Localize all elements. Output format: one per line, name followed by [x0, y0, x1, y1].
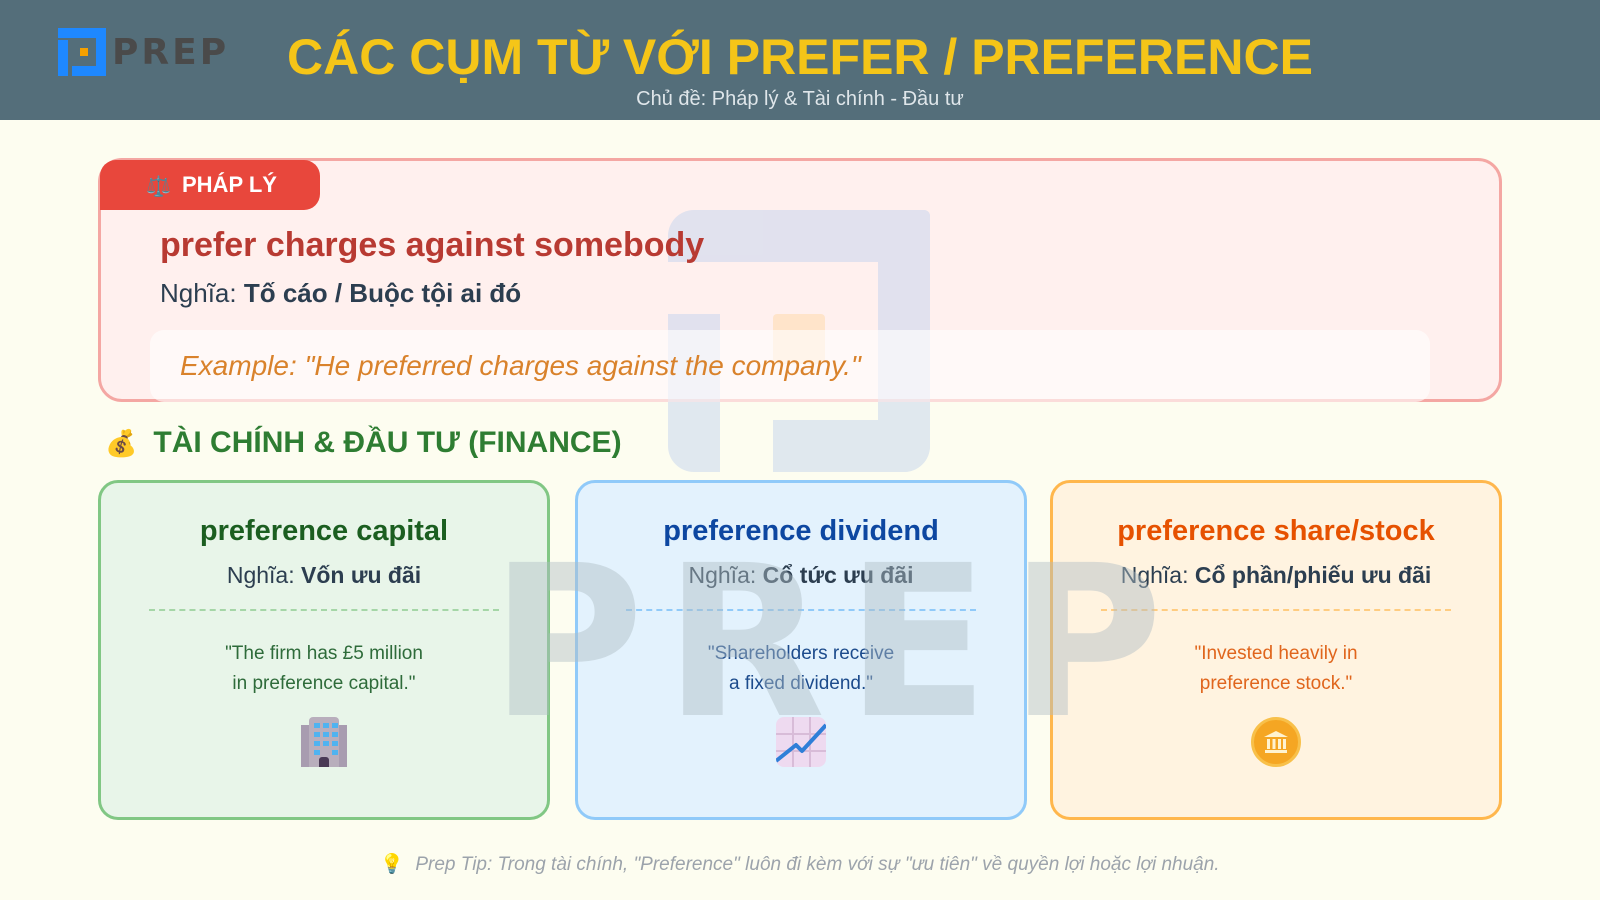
- card-term: preference dividend: [663, 515, 939, 547]
- bank-coin-icon: [1251, 717, 1301, 767]
- example-line: in preference capital.": [232, 673, 416, 694]
- meaning-value: Cổ phần/phiếu ưu đãi: [1194, 562, 1432, 588]
- legal-badge-label: PHÁP LÝ: [182, 172, 277, 197]
- meaning-prefix: Nghĩa:: [160, 278, 237, 308]
- legal-badge: ⚖️ PHÁP LÝ: [100, 160, 320, 210]
- card-meaning: Nghĩa: Cổ phần/phiếu ưu đãi: [1053, 562, 1499, 589]
- legal-term: prefer charges against somebody: [160, 226, 705, 264]
- prep-logo: PREP: [58, 28, 229, 76]
- money-bag-icon: 💰: [105, 427, 138, 458]
- example-line: preference stock.": [1199, 673, 1353, 694]
- prep-tip: 💡 Prep Tip: Trong tài chính, "Preference…: [0, 852, 1600, 876]
- logo-text: PREP: [112, 31, 230, 73]
- meaning-prefix: Nghĩa:: [688, 562, 757, 588]
- card-example: "Invested heavily in preference stock.": [1053, 639, 1499, 699]
- example-line: "Shareholders receive: [707, 643, 895, 664]
- example-line: "Invested heavily in: [1194, 643, 1358, 664]
- card-example: "The firm has £5 million in preference c…: [101, 639, 547, 699]
- meaning-value: Cổ tức ưu đãi: [762, 562, 914, 588]
- meaning-value: Vốn ưu đãi: [301, 562, 422, 588]
- card-meaning: Nghĩa: Vốn ưu đãi: [101, 562, 547, 589]
- light-bulb-icon: 💡: [380, 854, 405, 875]
- dashed-divider: [149, 609, 499, 611]
- meaning-value: Tố cáo / Buộc tội ai đó: [243, 278, 522, 308]
- dashed-divider: [626, 609, 976, 611]
- finance-card-share-stock: preference share/stock Nghĩa: Cổ phần/ph…: [1050, 480, 1502, 820]
- scales-icon: ⚖️: [146, 176, 171, 198]
- legal-meaning: Nghĩa: Tố cáo / Buộc tội ai đó: [160, 278, 521, 309]
- finance-card-dividend: preference dividend Nghĩa: Cổ tức ưu đãi…: [575, 480, 1027, 820]
- card-term: preference capital: [199, 515, 449, 547]
- tip-text: Prep Tip: Trong tài chính, "Preference" …: [415, 854, 1220, 875]
- prep-logo-icon: [58, 28, 106, 76]
- finance-card-capital: preference capital Nghĩa: Vốn ưu đãi "Th…: [98, 480, 550, 820]
- meaning-prefix: Nghĩa:: [1120, 562, 1189, 588]
- chart-increasing-icon: [776, 717, 826, 767]
- dashed-divider: [1101, 609, 1451, 611]
- page-title: CÁC CỤM TỪ VỚI PREFER / PREFERENCE: [287, 29, 1313, 85]
- header-bar: PREP CÁC CỤM TỪ VỚI PREFER / PREFERENCE …: [0, 0, 1600, 120]
- card-example: "Shareholders receive a fixed dividend.": [578, 639, 1024, 699]
- card-term: preference share/stock: [1117, 515, 1435, 547]
- finance-section-header: 💰 TÀI CHÍNH & ĐẦU TƯ (FINANCE): [105, 426, 622, 460]
- page-subtitle: Chủ đề: Pháp lý & Tài chính - Đầu tư: [636, 88, 964, 110]
- example-line: "The firm has £5 million: [225, 643, 423, 664]
- card-meaning: Nghĩa: Cổ tức ưu đãi: [578, 562, 1024, 589]
- example-line: a fixed dividend.": [728, 673, 874, 694]
- finance-section-title: TÀI CHÍNH & ĐẦU TƯ (FINANCE): [153, 426, 622, 459]
- office-building-icon: [299, 717, 349, 767]
- meaning-prefix: Nghĩa:: [226, 562, 295, 588]
- legal-example: Example: "He preferred charges against t…: [150, 330, 1430, 402]
